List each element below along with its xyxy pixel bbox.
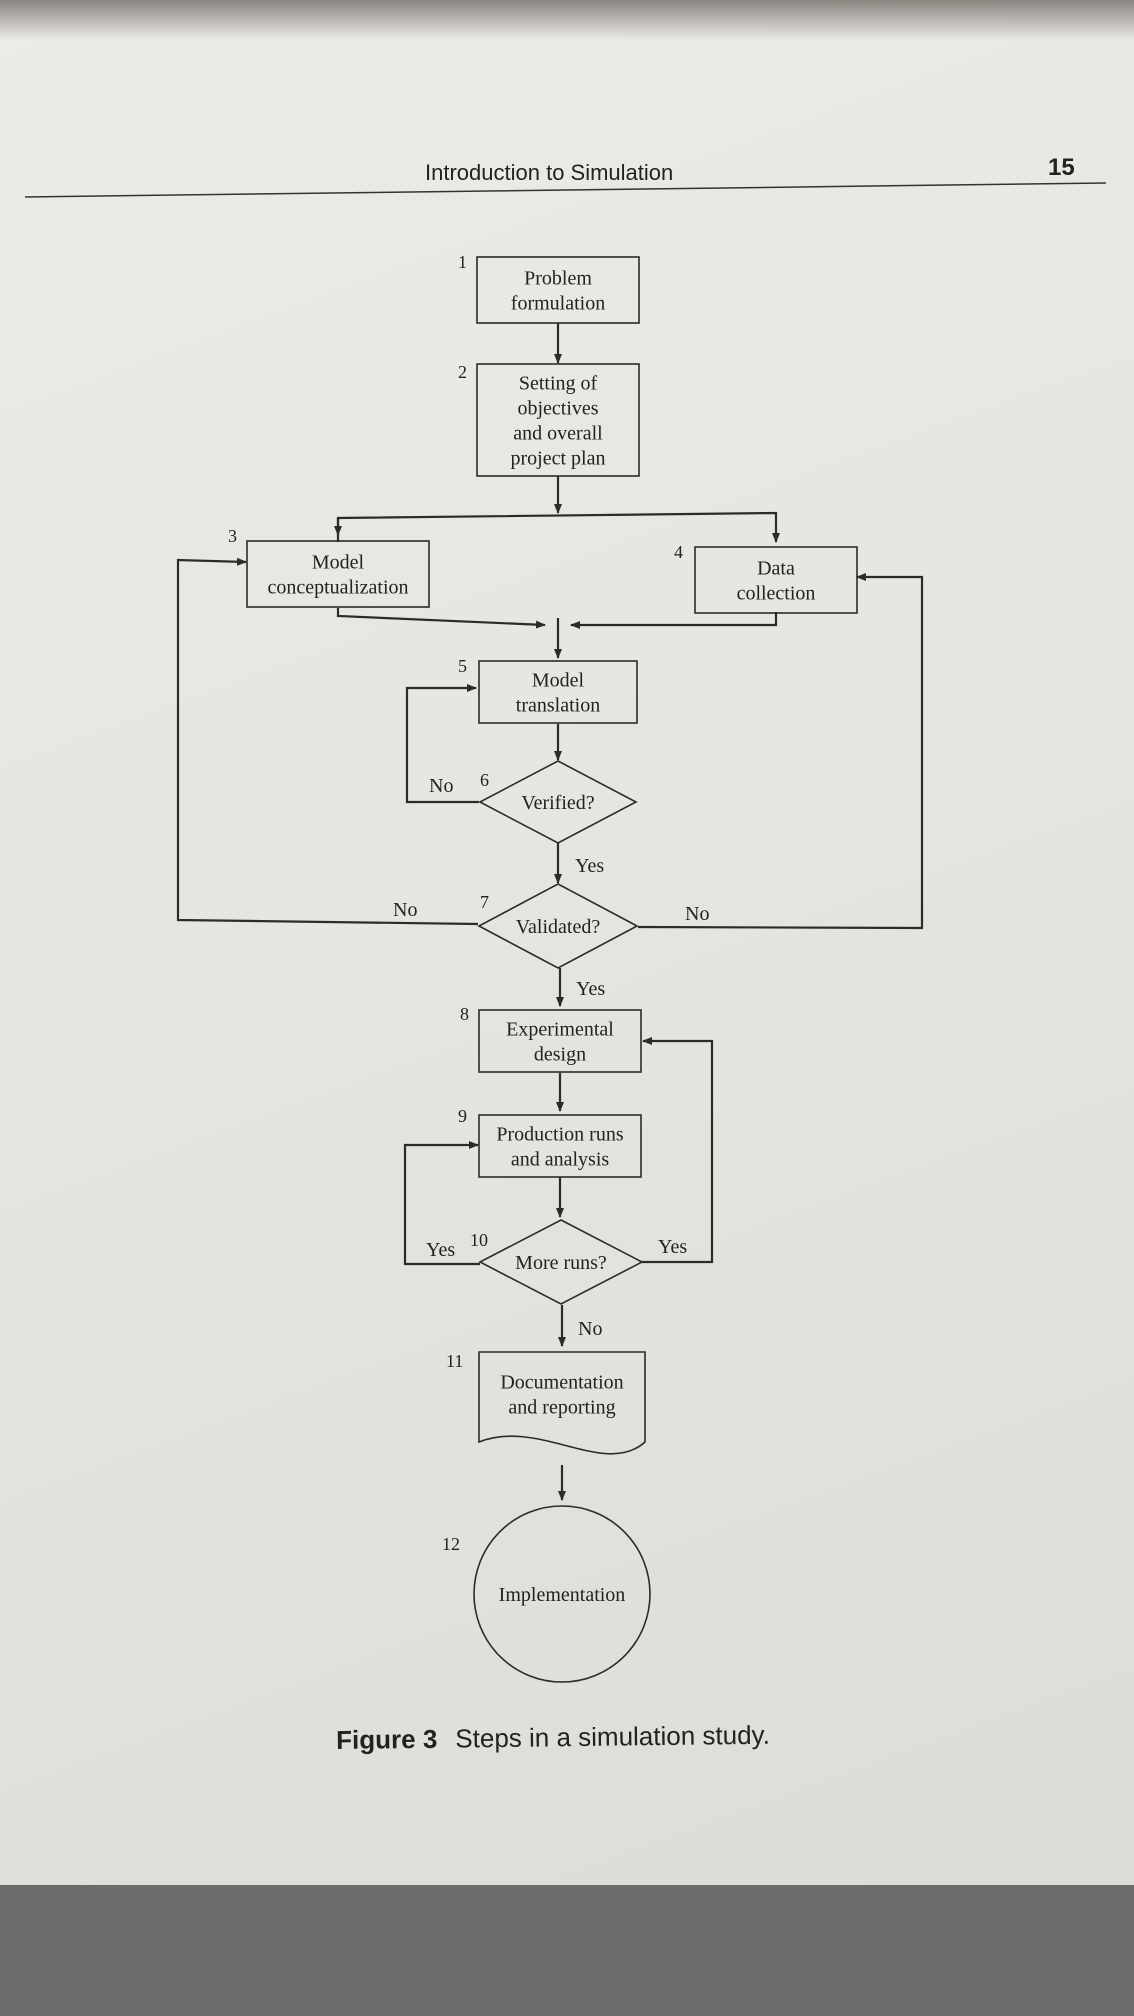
edge-label-more-runs-yes-left: Yes: [426, 1239, 455, 1261]
step-5-rect: [478, 660, 638, 724]
step-7-node: Validated? 7: [477, 883, 639, 969]
step-number: 1: [458, 252, 467, 272]
step-number: 2: [458, 362, 467, 382]
step-9-node: Production runs and analysis 9: [458, 1106, 642, 1178]
step-11-label-line: and reporting: [508, 1397, 615, 1419]
edge-4-merge: [570, 612, 778, 629]
step-8-rect: [478, 1009, 642, 1073]
step-6-node: Verified? 6: [478, 760, 638, 844]
step-7-label-line: Validated?: [516, 916, 601, 938]
edge-split-3: [336, 511, 780, 543]
figure-caption-text: Steps in a simulation study.: [455, 1719, 771, 1754]
step-number: 11: [446, 1351, 463, 1371]
running-head: Introduction to Simulation: [425, 160, 674, 185]
page-top-shadow: [0, 0, 1134, 40]
figure-label: Figure 3: [336, 1723, 438, 1755]
step-5-node: Model translation 5: [458, 656, 638, 724]
step-3-label-line: Model: [312, 552, 365, 574]
step-number: 4: [674, 542, 683, 562]
step-12-node: Implementation 12: [442, 1505, 651, 1683]
step-6-label-line: Verified?: [521, 792, 594, 814]
step-1-label-line: Problem: [524, 268, 592, 290]
edge-7-no-left: [176, 557, 479, 926]
edge-label-verified-no: No: [429, 775, 453, 797]
step-10-label-line: More runs?: [515, 1252, 607, 1274]
step-9-label-line: Production runs: [496, 1124, 623, 1146]
step-3-node: Model conceptualization 3: [228, 526, 430, 608]
edge-label-more-runs-yes-right: Yes: [658, 1236, 687, 1258]
step-9-label-line: and analysis: [511, 1149, 610, 1171]
step-number: 9: [458, 1106, 467, 1126]
edge-label-validated-no-left: No: [393, 899, 417, 921]
edge-label-validated-yes: Yes: [576, 978, 605, 1000]
step-1-node: Problem formulation 1: [458, 252, 640, 324]
edge-label-more-runs-no: No: [578, 1318, 602, 1340]
step-11-label-line: Documentation: [500, 1372, 623, 1394]
step-4-label-line: collection: [737, 583, 816, 605]
edge-labels: No Yes No No Yes Yes Yes No: [393, 775, 709, 1340]
book-page: [0, 0, 1134, 1885]
edge-label-verified-yes: Yes: [575, 855, 604, 877]
step-2-label-line: Setting of: [519, 373, 598, 395]
step-1-label-line: formulation: [511, 293, 605, 315]
step-2-label-line: project plan: [511, 448, 606, 470]
step-5-label-line: translation: [516, 695, 600, 717]
step-8-node: Experimental design 8: [460, 1004, 642, 1073]
step-3-label-line: conceptualization: [267, 577, 408, 599]
step-10-diamond: [478, 1219, 644, 1305]
step-number: 3: [228, 526, 237, 546]
step-number: 6: [480, 770, 489, 790]
figure-caption: Figure 3 Steps in a simulation study.: [336, 1720, 770, 1756]
step-7-diamond: [477, 883, 639, 969]
step-8-label-line: Experimental: [506, 1019, 614, 1041]
step-number: 8: [460, 1004, 469, 1024]
step-2-label-line: and overall: [513, 423, 603, 445]
step-8-label-line: design: [534, 1044, 586, 1066]
step-4-label-line: Data: [757, 558, 795, 580]
connectors: [176, 323, 924, 1501]
header-rule: [24, 182, 1107, 198]
step-number: 12: [442, 1534, 460, 1554]
step-2-label-line: objectives: [517, 398, 598, 420]
step-5-label-line: Model: [532, 670, 585, 692]
step-4-node: Data collection 4: [674, 542, 858, 614]
step-12-circle: [473, 1505, 651, 1683]
page-number: 15: [1048, 154, 1075, 181]
edge-7-no-right: [637, 573, 924, 930]
step-11-document: [478, 1351, 646, 1455]
step-number: 10: [470, 1230, 488, 1250]
step-number: 5: [458, 656, 467, 676]
step-12-label-line: Implementation: [499, 1584, 626, 1606]
step-2-node: Setting of objectives and overall project p…: [458, 362, 640, 477]
step-10-node: More runs? 10: [470, 1219, 644, 1305]
step-11-node: Documentation and reporting 11: [446, 1351, 646, 1455]
edge-label-validated-no-right: No: [685, 903, 709, 925]
edge-10-yes-right: [641, 1037, 714, 1264]
step-number: 7: [480, 892, 489, 912]
edge-10-yes-left: [403, 1141, 480, 1266]
edge-3-merge: [336, 608, 546, 629]
edge-6-no: [405, 684, 479, 804]
